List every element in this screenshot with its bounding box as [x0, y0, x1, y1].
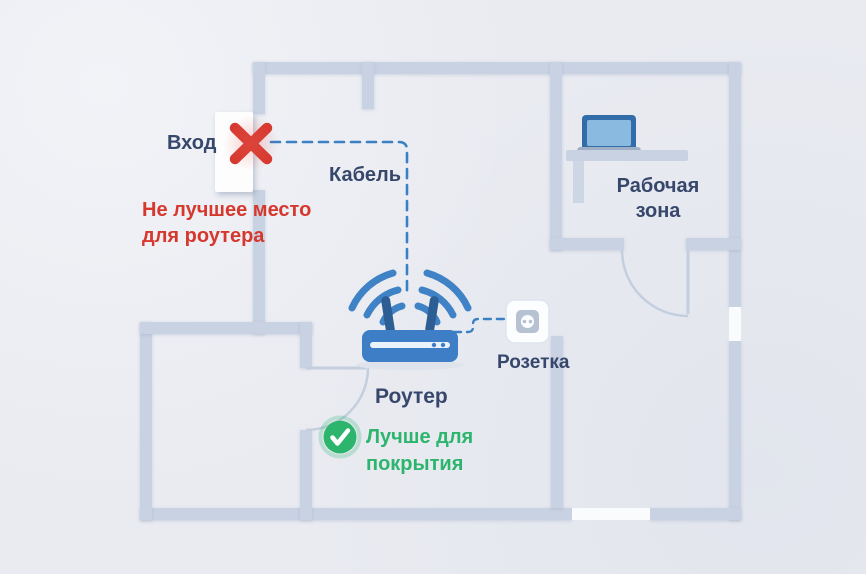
- door-arc: [305, 367, 370, 432]
- door-swing-workroom: [620, 249, 690, 318]
- wall-bottom-left: [140, 508, 572, 520]
- router-label: Роутер: [375, 385, 448, 408]
- cable-label: Кабель: [329, 164, 402, 186]
- outlet-label: Розетка: [497, 352, 570, 373]
- wall-outer-left: [140, 322, 152, 520]
- work-area-line1: Рабочая: [616, 175, 700, 197]
- wall-leftroom-right-lower: [300, 430, 312, 520]
- window-bottom: [572, 508, 650, 520]
- wall-right-lower: [729, 341, 741, 520]
- wall-workroom-horizontal-left: [550, 238, 624, 250]
- work-area-line2: зона: [635, 200, 681, 222]
- good-location-line2: покрытия: [366, 453, 464, 475]
- wall-entrance-upper: [253, 62, 265, 114]
- router-led: [431, 342, 437, 348]
- socket-pin: [528, 319, 533, 324]
- socket-pin: [522, 319, 527, 324]
- wall-leftroom-right-upper: [300, 322, 312, 368]
- router-shadow: [356, 360, 464, 370]
- wall-entrance-lower: [253, 190, 265, 334]
- bad-location-line1: Не лучшее место: [142, 199, 312, 221]
- good-location-line1: Лучше для: [366, 426, 474, 448]
- wall-top-stub: [362, 62, 374, 109]
- router-antenna-right: [425, 296, 439, 334]
- wall-workroom-horizontal-right: [686, 238, 741, 250]
- socket-hole: [521, 315, 534, 328]
- window-right: [729, 307, 741, 341]
- wall-top: [253, 62, 741, 74]
- bad-location-line2: для роутера: [142, 225, 265, 247]
- work-area-label: Рабочая зона: [598, 174, 718, 224]
- wall-workroom-vertical: [550, 62, 562, 250]
- power-socket-icon: [505, 299, 550, 344]
- router-antenna-left: [381, 296, 395, 334]
- wall-leftroom-top: [140, 322, 312, 334]
- router-led: [440, 342, 446, 348]
- bad-location-glow: [223, 115, 279, 171]
- wall-bottomright-vertical: [551, 336, 563, 508]
- laptop-screen: [587, 120, 631, 146]
- router-front-stripe: [370, 342, 450, 348]
- check-icon: [318, 415, 362, 459]
- good-location-label: Лучше для покрытия: [366, 424, 473, 478]
- bad-location-label: Не лучшее место для роутера: [142, 197, 311, 249]
- x-icon: [229, 122, 273, 165]
- cable-dashed-line: [269, 140, 409, 293]
- outlet-dashed-line: [452, 317, 506, 334]
- door-swing-leftroom: [305, 366, 370, 432]
- desk-leg: [573, 161, 584, 203]
- entrance-label: Вход: [167, 132, 217, 154]
- door-arc: [620, 249, 689, 318]
- router-illustration: [348, 269, 472, 370]
- desk-top: [566, 150, 688, 161]
- wall-bottom-right: [650, 508, 741, 520]
- wifi-waves-icon: [348, 269, 472, 326]
- workstation: [566, 115, 688, 203]
